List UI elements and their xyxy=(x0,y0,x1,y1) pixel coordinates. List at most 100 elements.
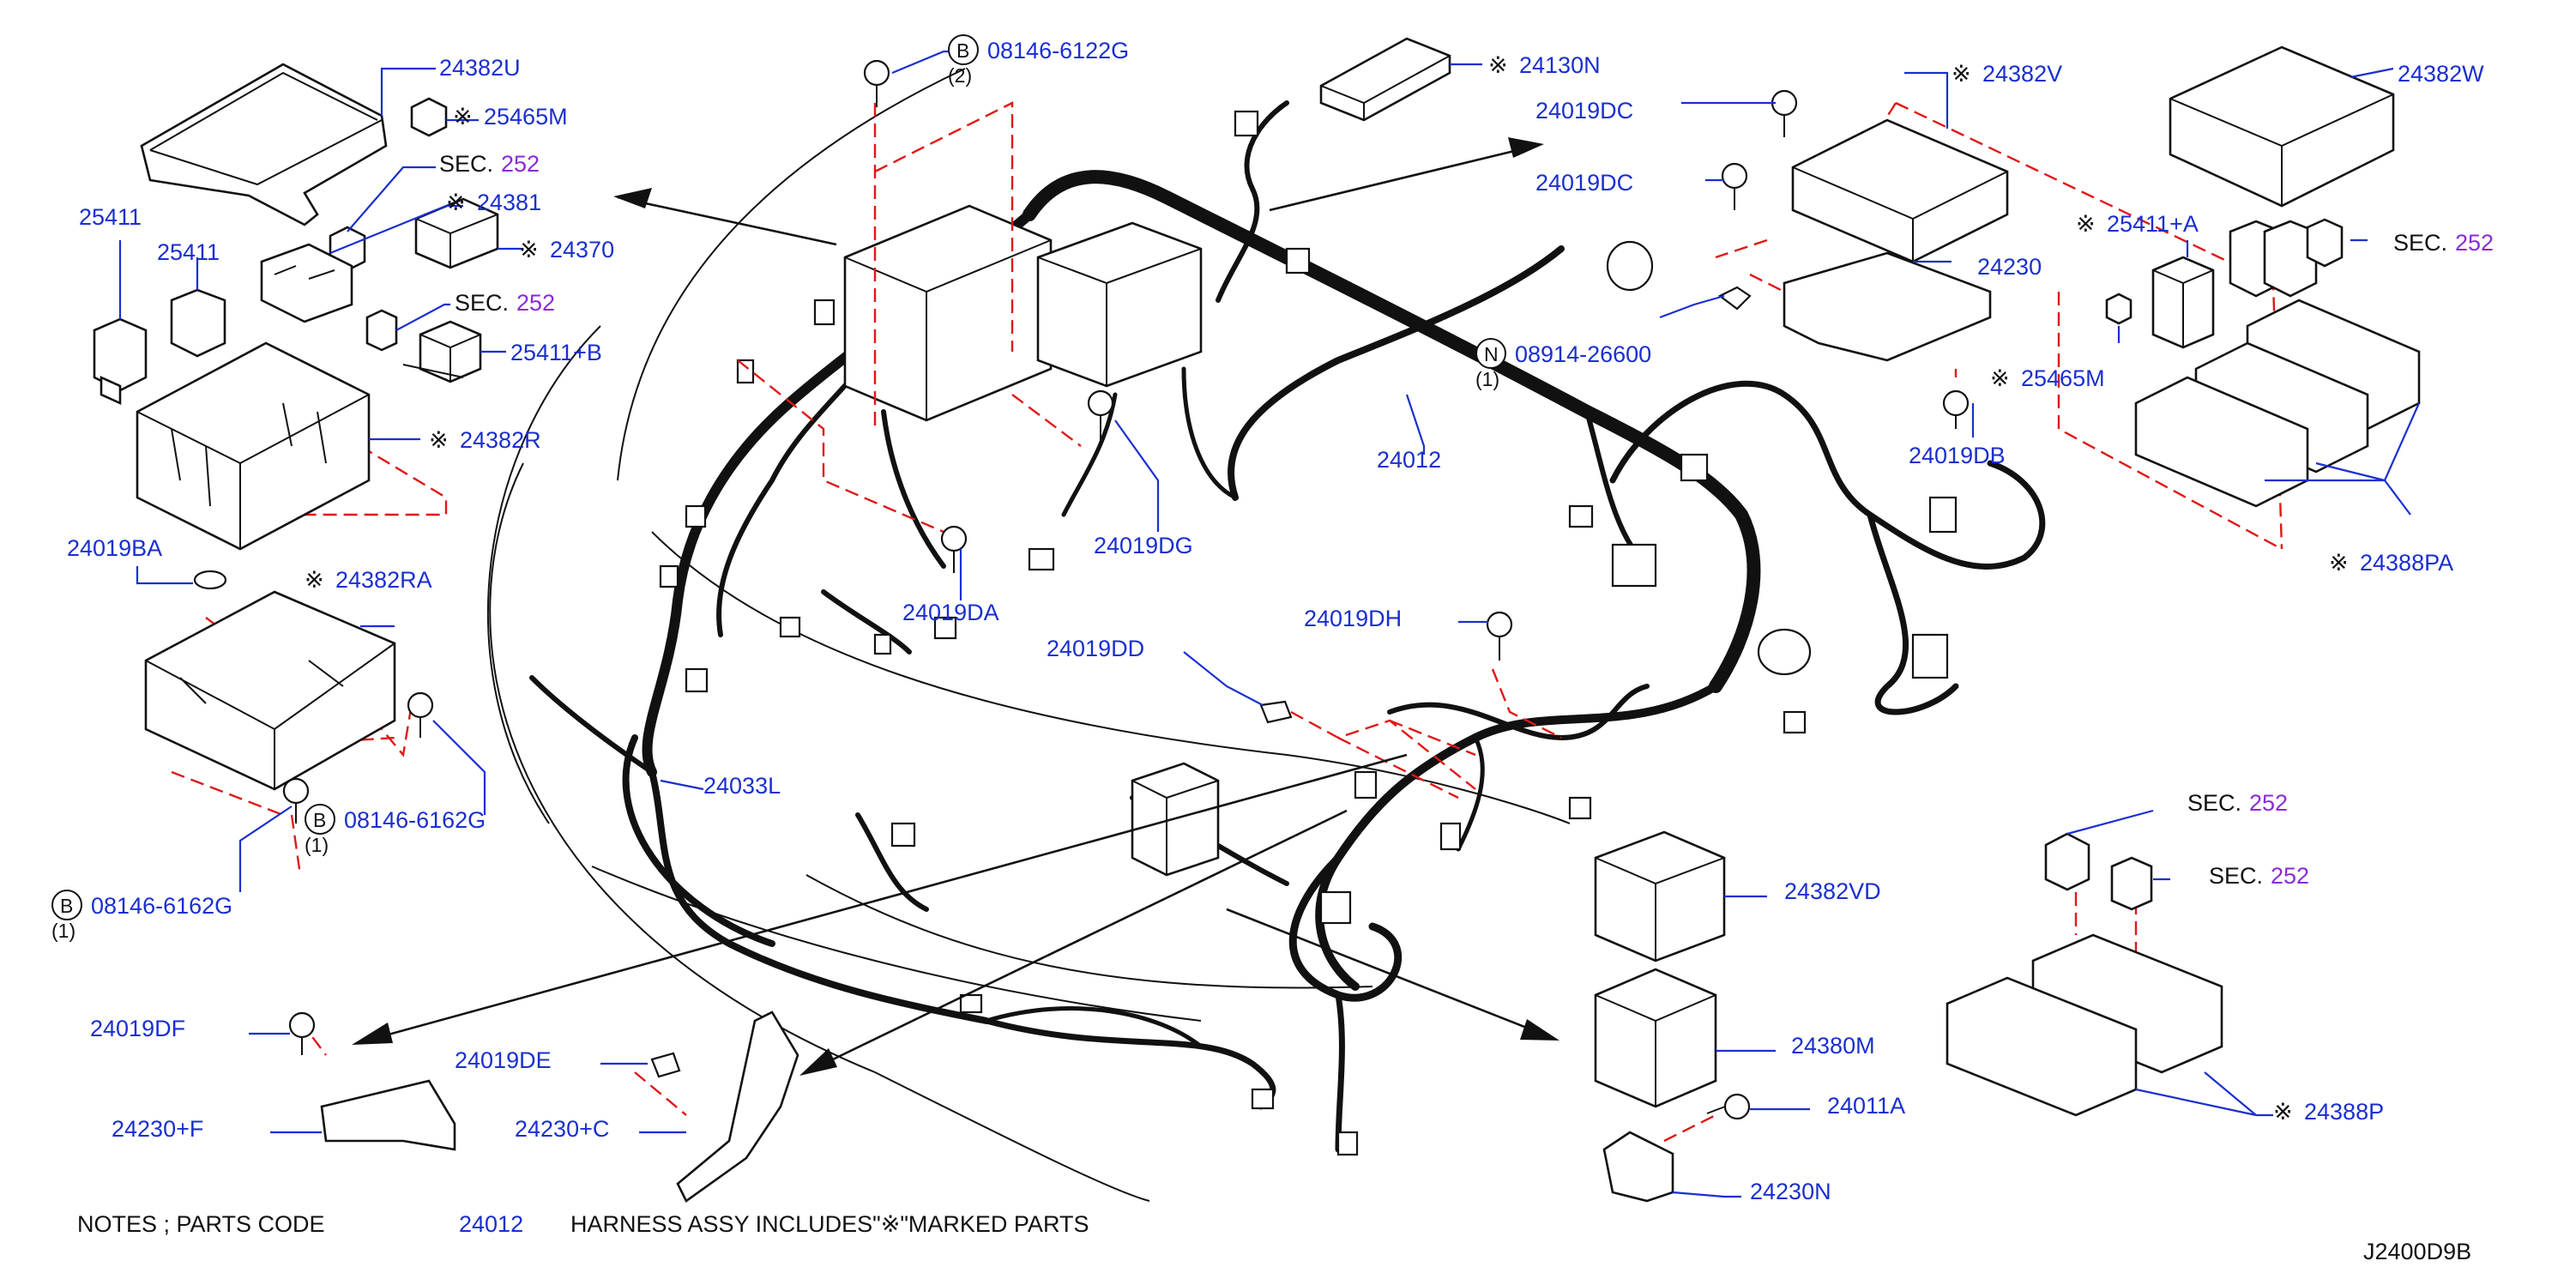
bolt-24019DC-2 xyxy=(1721,162,1748,210)
callout-24019df: 24019DF xyxy=(90,1016,185,1041)
box-24382R xyxy=(136,341,371,551)
callout-text: 24019DC xyxy=(1535,170,1633,196)
relay-box-center-1 xyxy=(843,204,1203,422)
bolt-24019DG xyxy=(1087,389,1114,442)
blocks-24388P xyxy=(1946,933,2223,1117)
mark-symbol: ※ xyxy=(2076,211,2096,237)
bolt-24019DD xyxy=(1259,700,1293,724)
relay-25411A xyxy=(2151,256,2215,349)
bolt-24019DB xyxy=(1942,389,1970,429)
notes-code: 24012 xyxy=(459,1211,523,1237)
relay-sec-d xyxy=(2044,832,2090,891)
connector-block-24381 xyxy=(260,243,353,323)
bracket-24230 xyxy=(1783,251,1992,362)
callout-sec-d: SEC. 252 xyxy=(2187,790,2288,816)
section-number: 252 xyxy=(2455,230,2494,256)
callout-24381: ※24381 xyxy=(446,190,541,215)
callout-24382u: 24382U xyxy=(439,55,521,81)
bolt-24019DC-1 xyxy=(1771,89,1798,137)
callout-text: 24019DH xyxy=(1304,606,1402,631)
nut-08914-26600 xyxy=(1717,286,1752,311)
callout-text: 24388P xyxy=(2304,1099,2384,1125)
callout-24230f: 24230+F xyxy=(112,1116,203,1142)
callout-24033l: 24033L xyxy=(703,773,781,799)
callout-24382ra: ※24382RA xyxy=(305,567,432,593)
bracket-24382V xyxy=(1791,118,2009,263)
callout-text: 24130N xyxy=(1519,52,1601,78)
fuse-25465M xyxy=(410,97,448,137)
clip-24019BA xyxy=(193,570,227,590)
circle-letter: B xyxy=(956,39,969,62)
callout-text: 24230+F xyxy=(112,1116,203,1142)
callout-24388p: ※ 24388P xyxy=(2273,1099,2384,1125)
bolt-24382RA xyxy=(407,691,434,738)
callout-25411a: ※25411+A xyxy=(2076,211,2199,237)
bolt-24011A xyxy=(1706,1093,1751,1120)
callout-text: 25465M xyxy=(484,104,568,130)
callout-25411-b: 25411 xyxy=(157,239,220,265)
quantity-note: (1) xyxy=(1475,368,1499,390)
callout-text: 24019DC xyxy=(1535,98,1633,124)
callout-text: SEC. xyxy=(2187,790,2241,816)
callout-text: 25411+B xyxy=(510,340,602,365)
callout-25465m-a: ※25465M xyxy=(453,104,568,130)
callout-text: 24019BA xyxy=(67,535,162,561)
callout-text: 24370 xyxy=(550,237,614,262)
relay-24382VD xyxy=(1594,830,1726,962)
callout-08146-6162g-b: B 08146-6162G (1) xyxy=(51,890,232,942)
callout-text: 24382V xyxy=(1982,61,2062,87)
callout-24019de: 24019DE xyxy=(455,1047,552,1073)
callout-text: 24230 xyxy=(1977,254,2042,280)
callout-text: 24011A xyxy=(1827,1093,1905,1119)
callout-24019dc-b: 24019DC xyxy=(1535,170,1633,196)
diagram-id-code: J2400D9B xyxy=(2363,1239,2471,1264)
relay-25411-b xyxy=(170,288,226,358)
relays-24382W-group xyxy=(2229,218,2344,298)
callout-text: 25465M xyxy=(2021,365,2105,391)
callout-24230: 24230 xyxy=(1977,254,2042,280)
callout-text: SEC. xyxy=(2209,863,2263,889)
callout-text: 25411 xyxy=(157,239,220,265)
callout-text: 24019DD xyxy=(1047,636,1144,661)
mark-symbol: ※ xyxy=(446,190,466,215)
callout-text: 24382R xyxy=(460,427,541,453)
bolt-24019DF xyxy=(288,1011,316,1055)
callout-text: 24382RA xyxy=(335,567,432,593)
mark-symbol: ※ xyxy=(2273,1099,2293,1125)
section-number: 252 xyxy=(2249,790,2288,816)
callout-text: 24382W xyxy=(2398,61,2484,87)
mark-symbol: ※ xyxy=(1952,61,1971,87)
bracket-24230C xyxy=(676,1011,799,1203)
mark-symbol: ※ xyxy=(1488,52,1508,78)
callout-text: 24012 xyxy=(1377,447,1441,473)
bolt-24019DE xyxy=(650,1052,681,1078)
callout-text: 08146-6162G xyxy=(91,893,232,919)
harness-connectors xyxy=(659,110,1958,1156)
leader-lines xyxy=(118,50,2421,1198)
background-curves xyxy=(486,68,1571,1202)
direction-arrows xyxy=(352,137,1559,1076)
bolt-24019DH xyxy=(1486,611,1513,661)
relay-25411B xyxy=(402,320,482,383)
callout-25411b: 25411+B xyxy=(510,340,602,365)
callout-24130n: ※ 24130N xyxy=(1488,52,1601,78)
callout-25411-a: 25411 xyxy=(79,204,142,230)
callout-24019dc-a: 24019DC xyxy=(1535,98,1633,124)
callout-text: 08146-6122G xyxy=(987,38,1129,63)
circle-letter: B xyxy=(60,895,73,917)
callout-24382w: 24382W xyxy=(2398,61,2484,87)
callout-25465m-b: ※25465M xyxy=(1990,365,2105,391)
callout-text: 24019DG xyxy=(1094,533,1193,558)
callout-text: 24382VD xyxy=(1784,878,1881,904)
callout-24019db: 24019DB xyxy=(1909,443,2006,468)
mark-symbol: ※ xyxy=(519,237,539,262)
relay-sec-b xyxy=(365,309,398,352)
callout-text: 24019DF xyxy=(90,1016,185,1041)
callout-text: 25411 xyxy=(79,204,142,230)
callout-24019da: 24019DA xyxy=(902,600,999,625)
circle-mark-icon xyxy=(305,804,335,835)
quantity-note: (1) xyxy=(51,920,75,942)
